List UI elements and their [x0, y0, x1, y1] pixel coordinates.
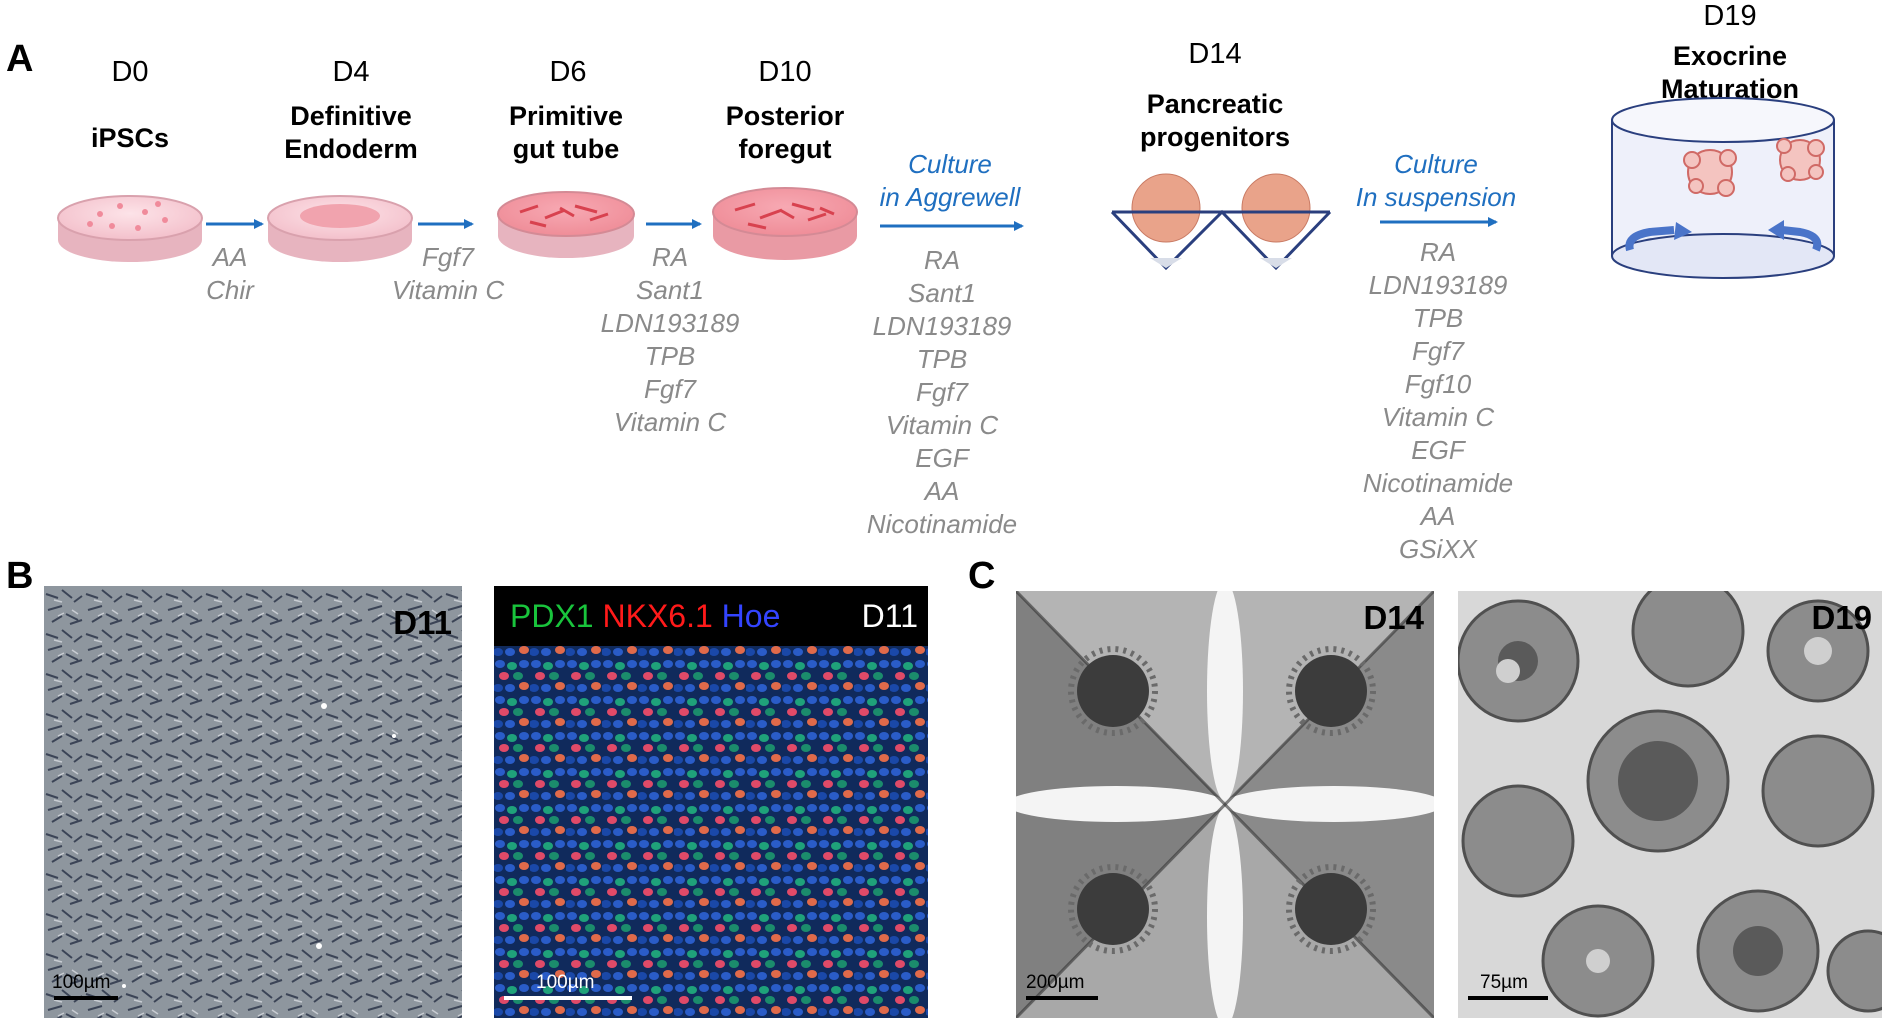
reagents-d14: RA LDN193189 TPB Fgf7 Fgf10 Vitamin C EG… — [1318, 236, 1558, 566]
reagent-item: Fgf7 — [643, 374, 697, 404]
reagent-item: Fgf7 — [421, 242, 475, 272]
petri-dish-d6-icon — [497, 191, 635, 258]
reagent-item: Vitamin C — [885, 410, 999, 440]
reagent-item: RA — [1419, 237, 1457, 267]
reagent-item: AA — [924, 476, 960, 506]
reagent-item: Nicotinamide — [1362, 468, 1514, 498]
reagent-item: LDN193189 — [872, 311, 1012, 341]
culture-line: In suspension — [1355, 182, 1517, 212]
aggrewell-texture — [1016, 591, 1434, 1018]
petri-dish-d10-icon — [712, 187, 858, 260]
reagent-item: EGF — [1411, 435, 1465, 465]
stain-pdx1: PDX1 — [510, 598, 594, 634]
day-label-d6: D6 — [549, 56, 587, 88]
reagent-item: LDN193189 — [600, 308, 740, 338]
culture-line: in Aggrewell — [879, 182, 1021, 212]
stage-line: Pancreatic — [1146, 89, 1284, 119]
reagents-d4: Fgf7 Vitamin C — [328, 241, 568, 307]
stain-legend-bar — [494, 586, 928, 646]
phase-contrast-texture — [44, 586, 462, 1018]
reagent-item: Vitamin C — [1381, 402, 1495, 432]
day-label-d10: D10 — [758, 56, 812, 88]
stage-line: Primitive — [508, 101, 624, 131]
scale-label: 100µm — [536, 972, 595, 993]
fluorescence-texture — [494, 586, 928, 1018]
day-label-d14: D14 — [1188, 38, 1242, 70]
petri-dish-d0-icon — [57, 195, 203, 262]
stage-line: iPSCs — [90, 123, 170, 153]
micrograph-day-label: D11 — [861, 598, 918, 634]
micrograph-phase-d11: D11 100µm — [44, 586, 462, 1018]
reagent-item: TPB — [1412, 303, 1464, 333]
scale-label: 100µm — [52, 972, 111, 993]
stage-line: foregut — [738, 134, 832, 164]
stain-legend: PDX1 NKX6.1 Hoe — [510, 598, 780, 635]
scale-label: 200µm — [1026, 972, 1085, 993]
micrograph-organoids-d19: D19 75µm — [1458, 591, 1882, 1018]
micrograph-aggrewell-d14: D14 200µm — [1016, 591, 1434, 1018]
micrograph-day-label: D11 — [393, 604, 452, 641]
stage-line: Endoderm — [284, 134, 418, 164]
day-label-d4: D4 — [332, 56, 370, 88]
stage-label-pancreatic-progenitors: Pancreatic progenitors — [1105, 88, 1325, 154]
reagent-item: AA — [1420, 501, 1456, 531]
day-label-d19: D19 — [1703, 0, 1757, 32]
stain-hoechst: Hoe — [721, 598, 781, 634]
stage-line: progenitors — [1139, 122, 1290, 152]
micrograph-immunofluorescence-d11: PDX1 NKX6.1 Hoe D11 100µm — [494, 586, 928, 1018]
panel-label-a: A — [6, 38, 34, 80]
scale-bar — [54, 996, 118, 1000]
stage-label-posterior-foregut: Posterior foregut — [675, 100, 895, 166]
stage-label-primitive-gut-tube: Primitive gut tube — [456, 100, 676, 166]
micrograph-day-label: D14 — [1363, 599, 1424, 636]
culture-line: Culture — [1394, 149, 1478, 179]
reagent-item: Sant1 — [908, 278, 976, 308]
scale-label: 75µm — [1480, 972, 1528, 993]
reagent-item: Chir — [206, 275, 254, 305]
reagent-item: Nicotinamide — [866, 509, 1018, 539]
panel-label-b: B — [6, 555, 34, 597]
reagent-item: GSiXX — [1398, 534, 1478, 564]
reagent-item: Fgf7 — [915, 377, 969, 407]
scale-bar — [1468, 996, 1548, 1000]
suspension-culture-icon — [1611, 97, 1835, 279]
reagents-d10: RA Sant1 LDN193189 TPB Fgf7 Vitamin C EG… — [822, 244, 1062, 541]
day-label-d0: D0 — [111, 56, 149, 88]
culture-label-aggrewell: Culture in Aggrewell — [830, 148, 1070, 214]
panel-label-c: C — [968, 555, 996, 597]
reagent-item: Fgf10 — [1404, 369, 1472, 399]
reagent-item: Vitamin C — [391, 275, 505, 305]
reagent-item: EGF — [915, 443, 969, 473]
culture-line: Culture — [908, 149, 992, 179]
reagent-item: RA — [651, 242, 689, 272]
aggrewell-spheroid-icon — [1110, 173, 1332, 271]
reagent-item: AA — [212, 242, 248, 272]
reagent-item: Sant1 — [636, 275, 704, 305]
stage-line: Definitive — [290, 101, 412, 131]
reagent-item: LDN193189 — [1368, 270, 1508, 300]
scale-bar — [1026, 996, 1098, 1000]
reagents-d0: AA Chir — [110, 241, 350, 307]
reagent-item: TPB — [644, 341, 696, 371]
timeline-graphics — [57, 97, 1835, 279]
stain-nkx6-1: NKX6.1 — [602, 598, 713, 634]
scale-bar — [504, 996, 632, 1000]
stage-line: Posterior — [725, 101, 845, 131]
stage-label-definitive-endoderm: Definitive Endoderm — [241, 100, 461, 166]
reagent-item: RA — [923, 245, 961, 275]
stage-line: gut tube — [512, 134, 620, 164]
reagents-d6: RA Sant1 LDN193189 TPB Fgf7 Vitamin C — [550, 241, 790, 439]
micrograph-day-label: D19 — [1811, 599, 1872, 636]
reagent-item: Fgf7 — [1411, 336, 1465, 366]
stage-label-ipscs: iPSCs — [20, 122, 240, 155]
culture-label-suspension: Culture In suspension — [1316, 148, 1556, 214]
reagent-item: TPB — [916, 344, 968, 374]
stage-line: Exocrine — [1672, 41, 1788, 71]
reagent-item: Vitamin C — [613, 407, 727, 437]
organoid-texture — [1458, 591, 1882, 1018]
petri-dish-d4-icon — [267, 195, 413, 262]
